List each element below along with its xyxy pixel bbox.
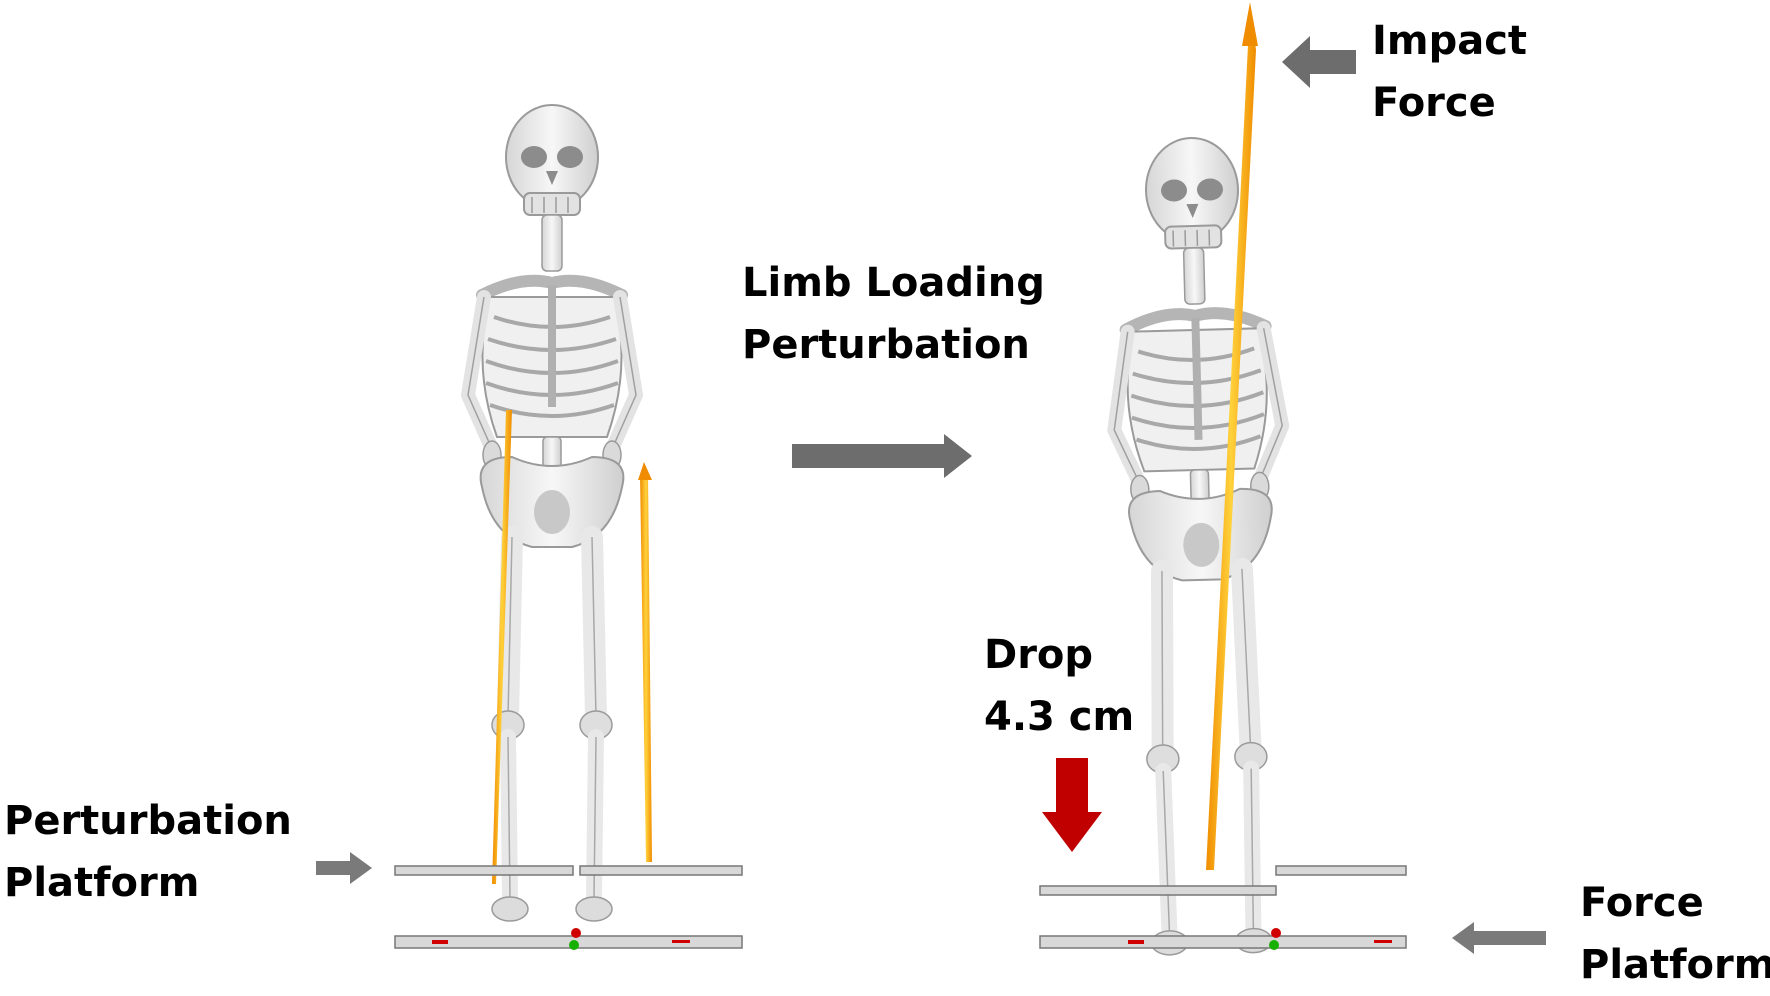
perturbation-platform-left [394, 865, 743, 876]
right-arrow-icon [792, 434, 972, 478]
force-platform-arrow-icon [1452, 922, 1546, 954]
impact-force-vector [1206, 2, 1258, 870]
force-vector-left [492, 410, 652, 884]
skeleton-before [468, 105, 636, 921]
impact-force-label: Impact Force [1372, 18, 1528, 126]
perturbation-platform-arrow-icon [316, 852, 372, 884]
drop-label: Drop 4.3 cm [984, 632, 1135, 740]
skeleton-after [1107, 136, 1296, 956]
force-platform-left [394, 928, 743, 950]
perturbation-platform-label: Perturbation Platform [4, 798, 292, 906]
force-platform-right [1039, 928, 1407, 950]
perturbation-platform-right [1039, 865, 1407, 896]
force-platform-label: Force Platform [1580, 880, 1770, 988]
limb-loading-label: Limb Loading Perturbation [742, 260, 1045, 368]
left-arrow-icon [1282, 36, 1356, 88]
down-arrow-icon [1042, 758, 1102, 852]
